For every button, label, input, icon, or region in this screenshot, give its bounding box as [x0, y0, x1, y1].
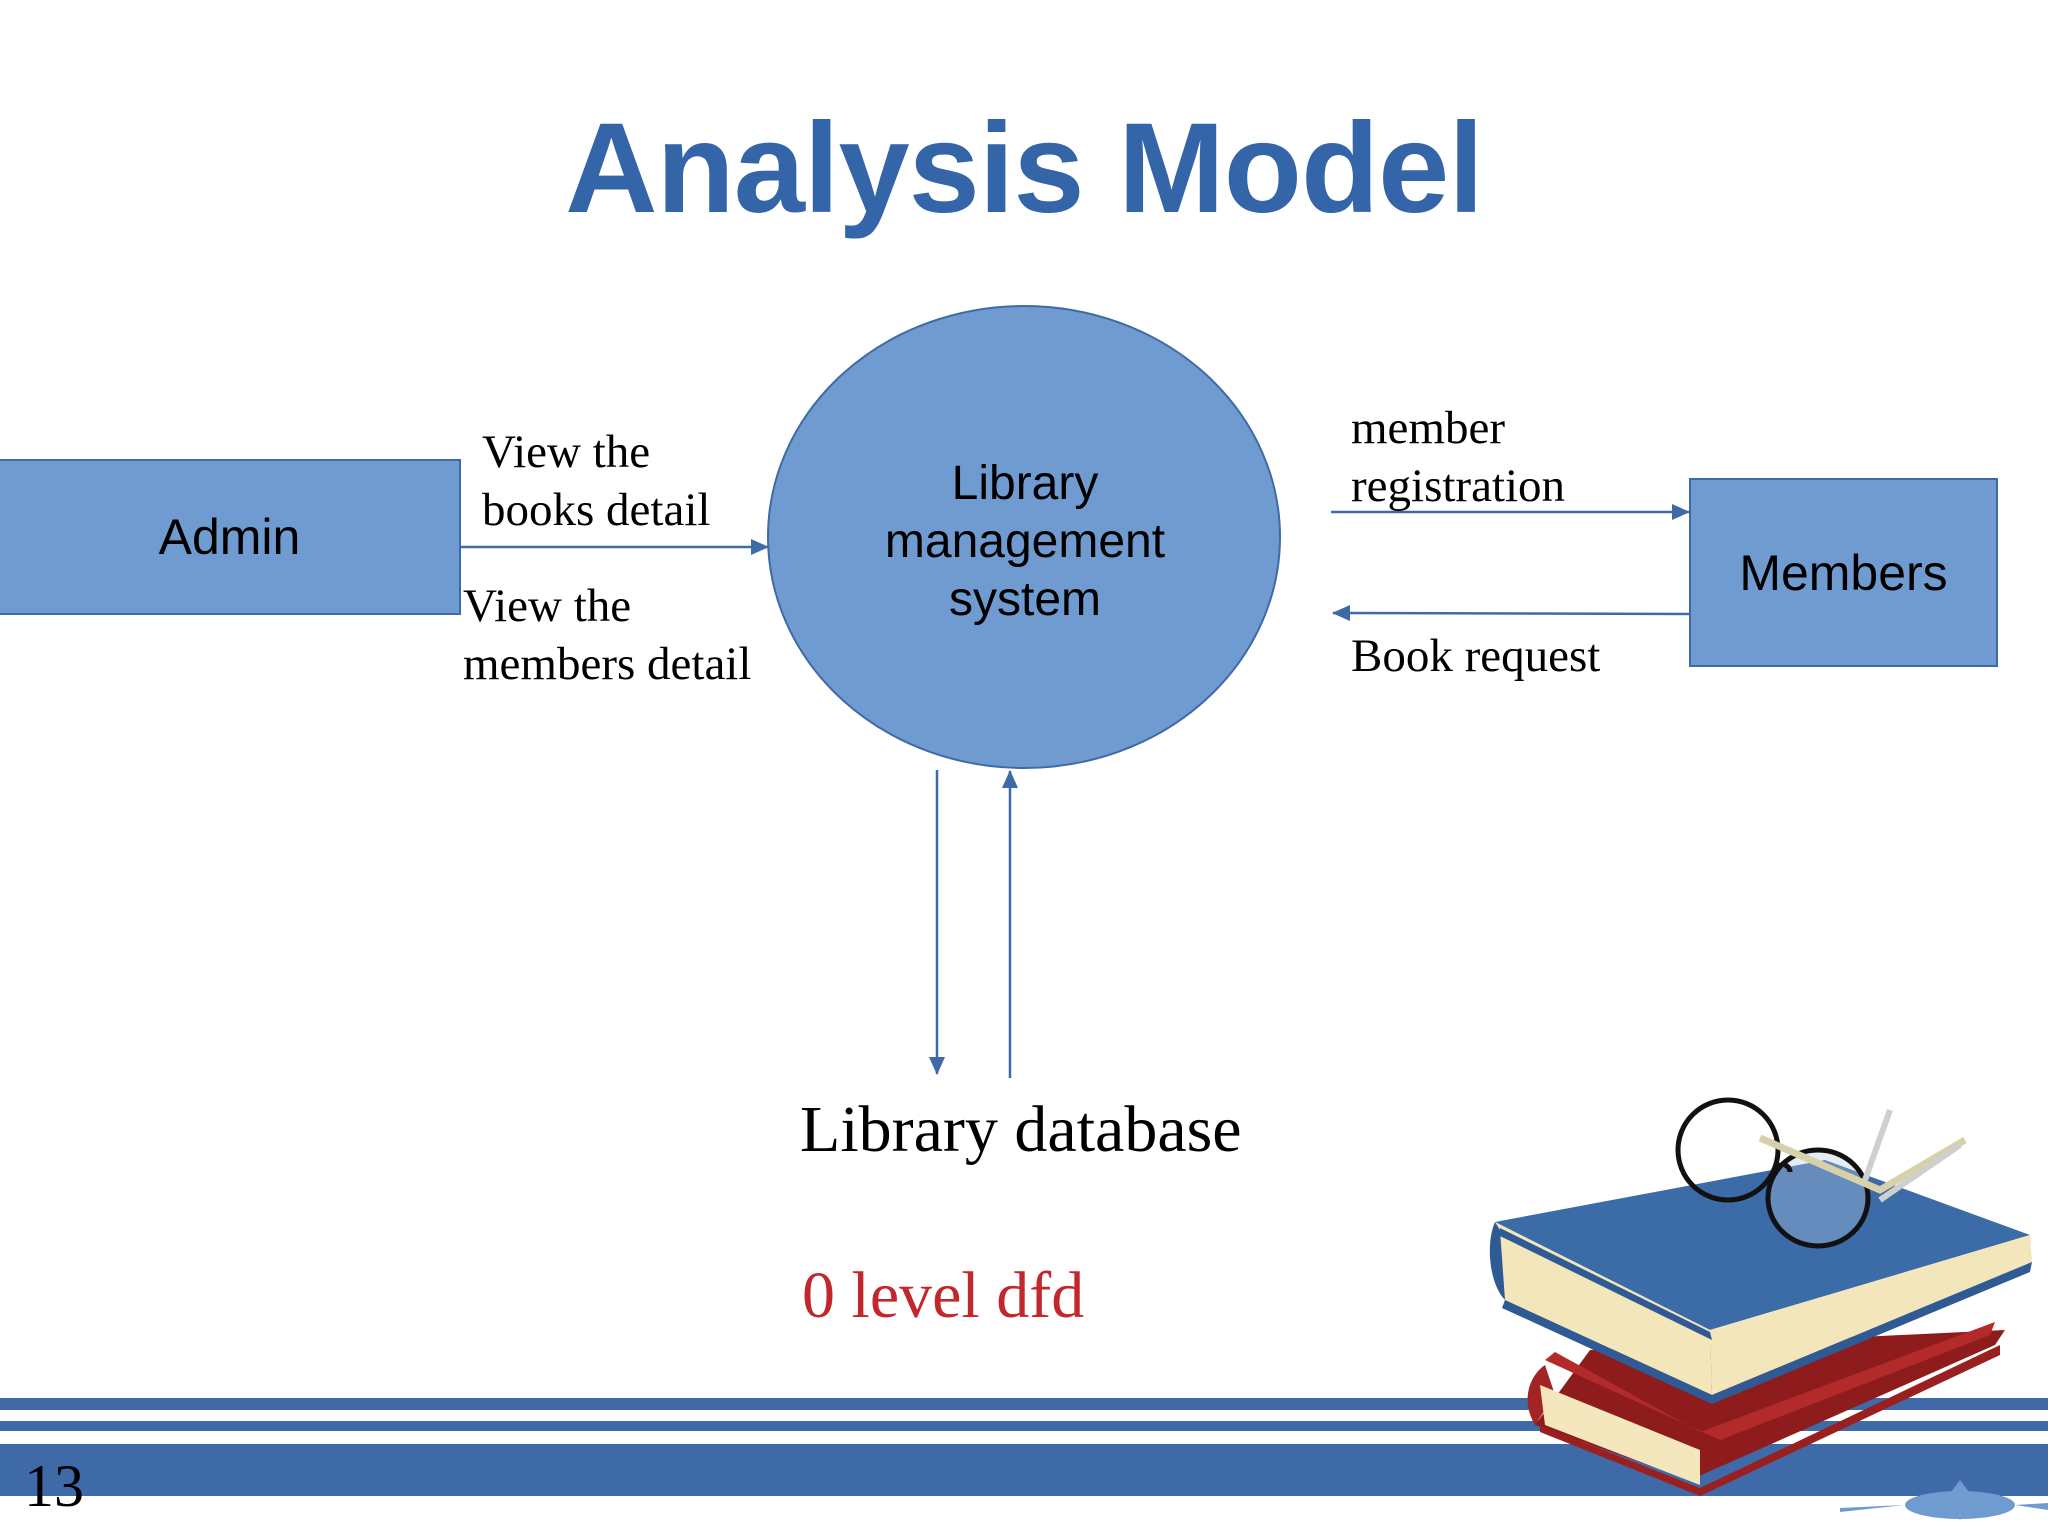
- diagram-caption: 0 level dfd: [802, 1259, 1085, 1332]
- process-circle: [767, 305, 1281, 769]
- flow-label-member-registration: member registration: [1351, 402, 1566, 512]
- slide-number: 13: [24, 1453, 84, 1519]
- data-store-label: Library database: [800, 1093, 1242, 1166]
- entity-admin-label: Admin: [158, 509, 301, 565]
- flow-label-members-detail: View the members detail: [463, 580, 752, 690]
- slide-title: Analysis Model: [565, 97, 1484, 240]
- flow-arrow-book-request: [1332, 605, 1690, 622]
- entity-members-label: Members: [1739, 544, 1948, 601]
- compass-icon: [1840, 1480, 2048, 1520]
- entity-admin: Admin: [0, 459, 461, 615]
- flow-label-books-detail: View the books detail: [482, 426, 711, 536]
- entity-members: Members: [1689, 478, 1998, 667]
- flow-label-book-request: Book request: [1351, 630, 1601, 682]
- process-label: Library management system: [884, 457, 1166, 626]
- books-illustration: [1489, 1097, 2032, 1496]
